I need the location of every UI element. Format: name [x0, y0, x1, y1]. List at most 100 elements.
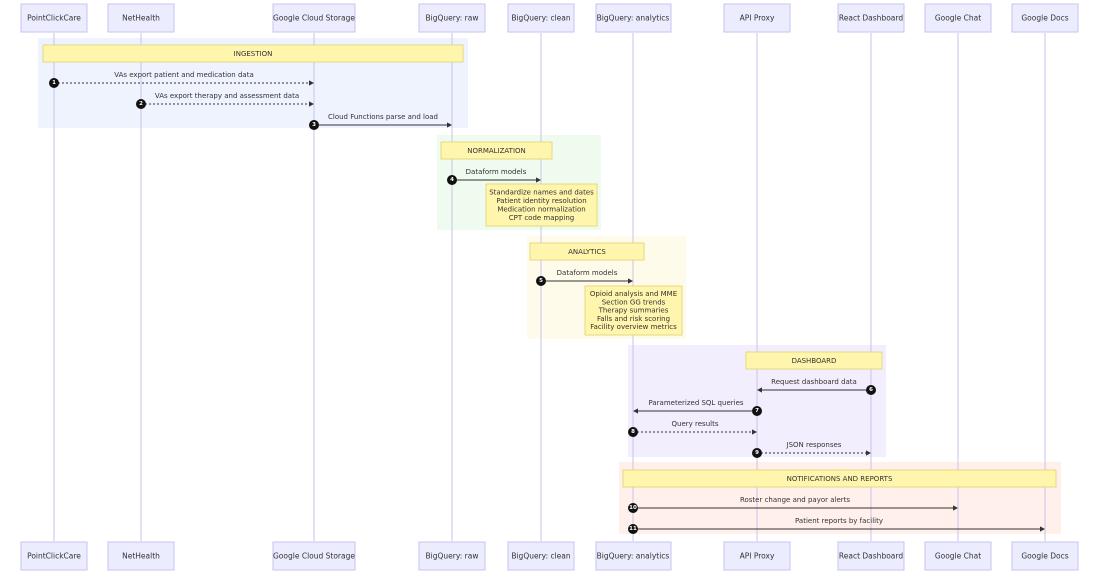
- message-label: Patient reports by facility: [795, 517, 883, 525]
- arrowhead: [536, 177, 541, 183]
- participant-label: Google Cloud Storage: [273, 552, 355, 561]
- participant-pointclickcare-top: PointClickCare: [20, 3, 88, 33]
- message-label: VAs export therapy and assessment data: [155, 92, 299, 100]
- participant-pointclickcare-bottom: PointClickCare: [20, 541, 88, 571]
- note-line: Therapy summaries: [598, 307, 669, 315]
- participant-bigquery-analytics-bottom: BigQuery: analytics: [595, 541, 672, 571]
- section-title: NOTIFICATIONS AND REPORTS: [787, 475, 893, 483]
- sequence-number: 8: [631, 429, 635, 435]
- participant-bigquery-clean-bottom: BigQuery: clean: [507, 541, 575, 571]
- participant-label: NetHealth: [122, 14, 160, 23]
- participant-label: API Proxy: [740, 14, 775, 23]
- note-analytics-outputs: Opioid analysis and MME Section GG trend…: [584, 285, 683, 336]
- note-line: Section GG trends: [602, 298, 666, 306]
- section-header-normalization: NORMALIZATION: [440, 141, 553, 160]
- sequence-number-badge: [628, 503, 638, 513]
- participant-bigquery-analytics-top: BigQuery: analytics: [595, 3, 672, 33]
- message-4: Dataform models 4: [447, 168, 541, 185]
- arrowhead: [1040, 526, 1045, 532]
- participant-label: Google Cloud Storage: [273, 14, 355, 23]
- sequence-number-badge: [866, 385, 876, 395]
- message-label: Query results: [672, 420, 719, 428]
- participant-label: API Proxy: [740, 552, 775, 561]
- participant-label: React Dashboard: [839, 552, 903, 561]
- participant-api-proxy-top: API Proxy: [723, 3, 791, 33]
- sequence-number-badge: [536, 276, 546, 286]
- arrowhead: [757, 387, 762, 393]
- participant-react-dashboard-bottom: React Dashboard: [837, 541, 905, 571]
- note-line: Falls and risk scoring: [597, 315, 670, 323]
- participant-nethealth-bottom: NetHealth: [107, 541, 175, 571]
- arrowhead: [309, 101, 314, 107]
- section-header-analytics: ANALYTICS: [529, 242, 645, 261]
- note-line: Patient identity resolution: [496, 197, 586, 205]
- participant-label: BigQuery: raw: [426, 552, 479, 561]
- sequence-number-badge: [752, 406, 762, 416]
- message-3: Cloud Functions parse and load 3: [309, 113, 452, 130]
- message-label: Dataform models: [466, 168, 527, 176]
- participant-label: Google Docs: [1021, 14, 1068, 23]
- participant-label: NetHealth: [122, 552, 160, 561]
- note-line: Opioid analysis and MME: [590, 290, 677, 298]
- participant-google-docs-top: Google Docs: [1011, 3, 1079, 33]
- message-2: VAs export therapy and assessment data 2: [136, 92, 314, 109]
- sequence-number: 5: [539, 278, 543, 284]
- participant-label: BigQuery: clean: [511, 552, 571, 561]
- message-label: Dataform models: [557, 269, 618, 277]
- participant-label: PointClickCare: [27, 552, 81, 561]
- section-header-dashboard: DASHBOARD: [745, 351, 883, 370]
- section-header-ingestion: INGESTION: [42, 44, 464, 63]
- sequence-number-badge: [309, 120, 319, 130]
- sequence-number: 4: [450, 177, 454, 183]
- participant-label: Google Chat: [935, 14, 981, 23]
- arrowhead: [633, 408, 638, 414]
- message-8: Query results 8: [628, 420, 757, 437]
- participant-label: Google Chat: [935, 552, 981, 561]
- message-5: Dataform models 5: [536, 269, 633, 286]
- participant-label: BigQuery: raw: [426, 14, 479, 23]
- sequence-number: 7: [755, 408, 759, 414]
- sequence-number: 11: [629, 526, 637, 532]
- message-label: VAs export patient and medication data: [114, 71, 253, 79]
- participant-label: BigQuery: clean: [511, 14, 571, 23]
- section-title: DASHBOARD: [792, 357, 837, 365]
- participant-bigquery-clean-top: BigQuery: clean: [507, 3, 575, 33]
- message-11: Patient reports by facility 11: [628, 517, 1045, 534]
- note-normalization-steps: Standardize names and dates Patient iden…: [485, 183, 598, 227]
- sequence-number: 10: [629, 505, 637, 511]
- participant-bigquery-raw-bottom: BigQuery: raw: [418, 541, 486, 571]
- note-line: Medication normalization: [497, 206, 585, 214]
- participant-bigquery-raw-top: BigQuery: raw: [418, 3, 486, 33]
- sequence-number-badge: [447, 175, 457, 185]
- message-label: Cloud Functions parse and load: [328, 113, 438, 121]
- note-line: Standardize names and dates: [489, 189, 594, 197]
- note-line: Facility overview metrics: [590, 323, 677, 331]
- participant-google-cloud-storage-bottom: Google Cloud Storage: [272, 541, 356, 571]
- sequence-number: 3: [312, 122, 316, 128]
- participant-label: Google Docs: [1021, 552, 1068, 561]
- message-label: Parameterized SQL queries: [648, 399, 743, 407]
- arrowhead: [866, 450, 871, 456]
- sequence-number: 9: [755, 450, 759, 456]
- sequence-number: 6: [869, 387, 873, 393]
- sequence-number-badge: [136, 99, 146, 109]
- participant-label: React Dashboard: [839, 14, 903, 23]
- sequence-number-badge: [49, 78, 59, 88]
- arrowhead: [628, 278, 633, 284]
- sequence-number: 2: [139, 101, 143, 107]
- message-label: JSON responses: [786, 441, 842, 449]
- messages: VAs export patient and medication data1 …: [49, 71, 1045, 534]
- sequence-number-badge: [628, 524, 638, 534]
- participant-label: BigQuery: analytics: [597, 14, 670, 23]
- participant-google-docs-bottom: Google Docs: [1011, 541, 1079, 571]
- participant-label: PointClickCare: [27, 14, 81, 23]
- participant-google-chat-bottom: Google Chat: [924, 541, 992, 571]
- arrowhead: [447, 122, 452, 128]
- arrowhead: [953, 505, 958, 511]
- participant-nethealth-top: NetHealth: [107, 3, 175, 33]
- participant-google-cloud-storage-top: Google Cloud Storage: [272, 3, 356, 33]
- message-label: Roster change and payor alerts: [740, 496, 850, 504]
